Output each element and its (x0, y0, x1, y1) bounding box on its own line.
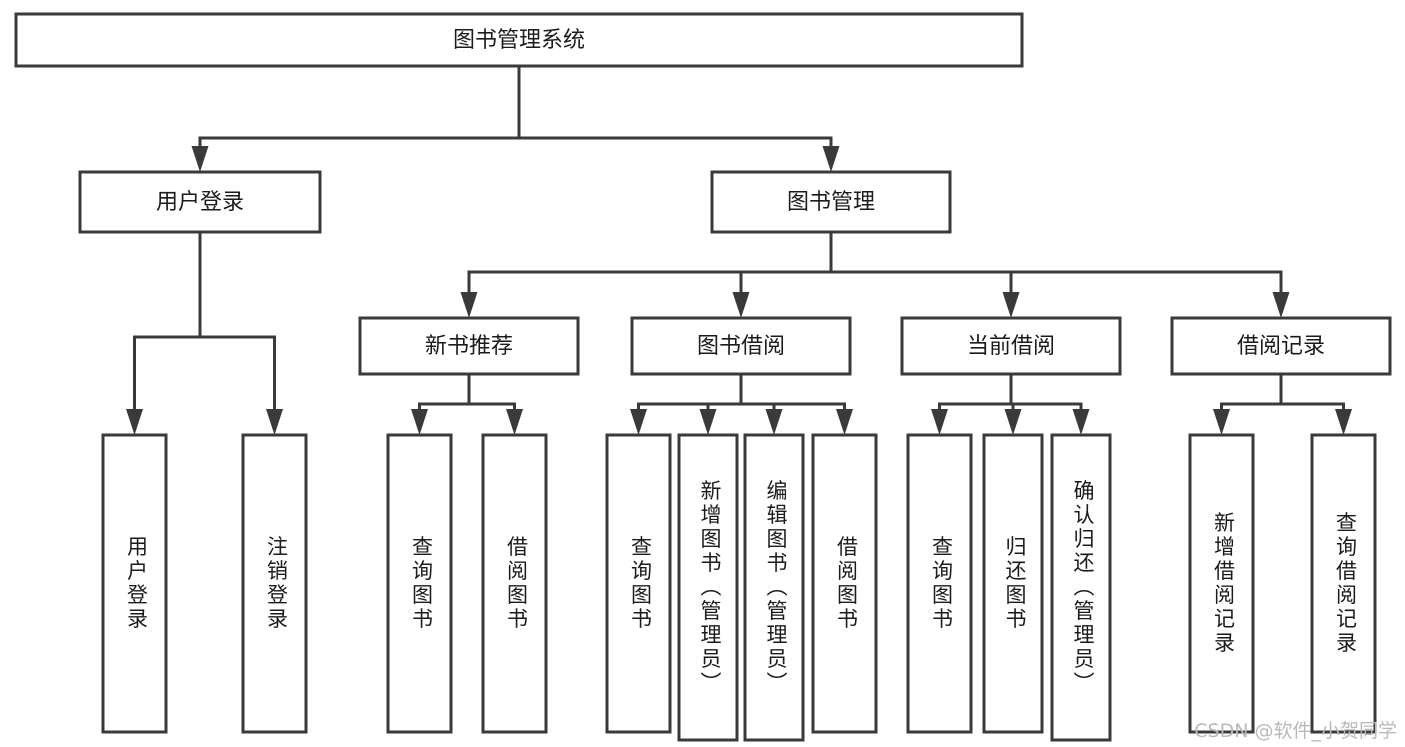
node-label-leaf-query-book-2: 查询图书 (629, 536, 653, 632)
node-label-leaf-query-record: 查询借阅记录 (1334, 512, 1358, 656)
node-leaf-user-login[interactable]: 用户登录 (101, 433, 168, 734)
node-box-newbook[interactable] (358, 316, 580, 376)
node-label-leaf-return-book: 归还图书 (1003, 536, 1027, 632)
node-leaf-query-record[interactable]: 查询借阅记录 (1310, 433, 1377, 734)
node-label-login: 用户登录 (156, 190, 244, 215)
node-box-current[interactable] (900, 316, 1122, 376)
node-box-root[interactable] (14, 12, 1024, 68)
node-box-record[interactable] (1170, 316, 1392, 376)
node-box-leaf-user-logout[interactable] (241, 433, 308, 734)
node-leaf-add-book[interactable]: 新增图书（管理员） (677, 433, 739, 742)
node-box-leaf-query-book-1[interactable] (386, 433, 453, 734)
node-current[interactable]: 当前借阅 (900, 316, 1122, 376)
node-leaf-user-logout[interactable]: 注销登录 (241, 433, 308, 734)
node-newbook[interactable]: 新书推荐 (358, 316, 580, 376)
node-label-leaf-add-book: 新增图书（管理员） (698, 480, 722, 696)
node-box-leaf-borrow-book-1[interactable] (481, 433, 548, 734)
node-label-leaf-user-login: 用户登录 (125, 536, 149, 632)
node-label-leaf-user-logout: 注销登录 (265, 536, 289, 632)
node-box-leaf-return-book[interactable] (982, 433, 1044, 734)
connector-group-newbook (411, 372, 523, 435)
node-leaf-return-book[interactable]: 归还图书 (982, 433, 1044, 734)
node-leaf-add-record[interactable]: 新增借阅记录 (1188, 433, 1255, 734)
node-box-leaf-query-book-2[interactable] (605, 433, 672, 734)
node-box-leaf-confirm-return[interactable] (1050, 433, 1112, 742)
connector-group-current (931, 372, 1090, 435)
node-label-leaf-confirm-return: 确认归还（管理员） (1071, 480, 1095, 696)
node-label-leaf-add-record: 新增借阅记录 (1212, 512, 1236, 656)
node-label-leaf-query-book-3: 查询图书 (930, 536, 954, 632)
node-leaf-confirm-return[interactable]: 确认归还（管理员） (1050, 433, 1112, 742)
node-box-login[interactable] (78, 170, 322, 234)
node-login[interactable]: 用户登录 (78, 170, 322, 234)
connector-group-root (191, 64, 840, 172)
node-box-leaf-query-record[interactable] (1310, 433, 1377, 734)
node-root[interactable]: 图书管理系统 (14, 12, 1024, 68)
node-box-leaf-edit-book[interactable] (743, 433, 805, 742)
node-box-borrow[interactable] (630, 316, 852, 376)
node-label-newbook: 新书推荐 (425, 334, 513, 359)
node-box-bookmgr[interactable] (710, 170, 952, 234)
node-label-bookmgr: 图书管理 (787, 190, 875, 215)
node-leaf-borrow-book-1[interactable]: 借阅图书 (481, 433, 548, 734)
connector-group-bookmgr (460, 230, 1290, 318)
csdn-watermark: CSDN @软件_小贺同学 (1194, 720, 1397, 742)
connector-group-login (126, 230, 283, 435)
node-label-borrow: 图书借阅 (697, 334, 785, 359)
node-record[interactable]: 借阅记录 (1170, 316, 1392, 376)
node-bookmgr[interactable]: 图书管理 (710, 170, 952, 234)
node-label-leaf-query-book-1: 查询图书 (410, 536, 434, 632)
connector-layer (126, 64, 1352, 435)
node-leaf-query-book-1[interactable]: 查询图书 (386, 433, 453, 734)
node-box-leaf-add-book[interactable] (677, 433, 739, 742)
node-label-leaf-edit-book: 编辑图书（管理员） (764, 480, 788, 696)
node-layer: 图书管理系统用户登录图书管理新书推荐图书借阅当前借阅借阅记录用户登录注销登录查询… (14, 12, 1392, 742)
node-box-leaf-borrow-book-2[interactable] (811, 433, 878, 734)
node-leaf-query-book-2[interactable]: 查询图书 (605, 433, 672, 734)
node-leaf-borrow-book-2[interactable]: 借阅图书 (811, 433, 878, 734)
node-leaf-query-book-3[interactable]: 查询图书 (906, 433, 973, 734)
connector-group-borrow (630, 372, 853, 435)
node-label-leaf-borrow-book-2: 借阅图书 (835, 536, 859, 632)
node-label-current: 当前借阅 (967, 334, 1055, 359)
node-box-leaf-add-record[interactable] (1188, 433, 1255, 734)
node-label-leaf-borrow-book-1: 借阅图书 (505, 536, 529, 632)
node-box-leaf-user-login[interactable] (101, 433, 168, 734)
node-label-record: 借阅记录 (1237, 334, 1325, 359)
node-borrow[interactable]: 图书借阅 (630, 316, 852, 376)
node-leaf-edit-book[interactable]: 编辑图书（管理员） (743, 433, 805, 742)
connector-group-record (1213, 372, 1352, 435)
node-box-leaf-query-book-3[interactable] (906, 433, 973, 734)
node-label-root: 图书管理系统 (453, 28, 585, 53)
